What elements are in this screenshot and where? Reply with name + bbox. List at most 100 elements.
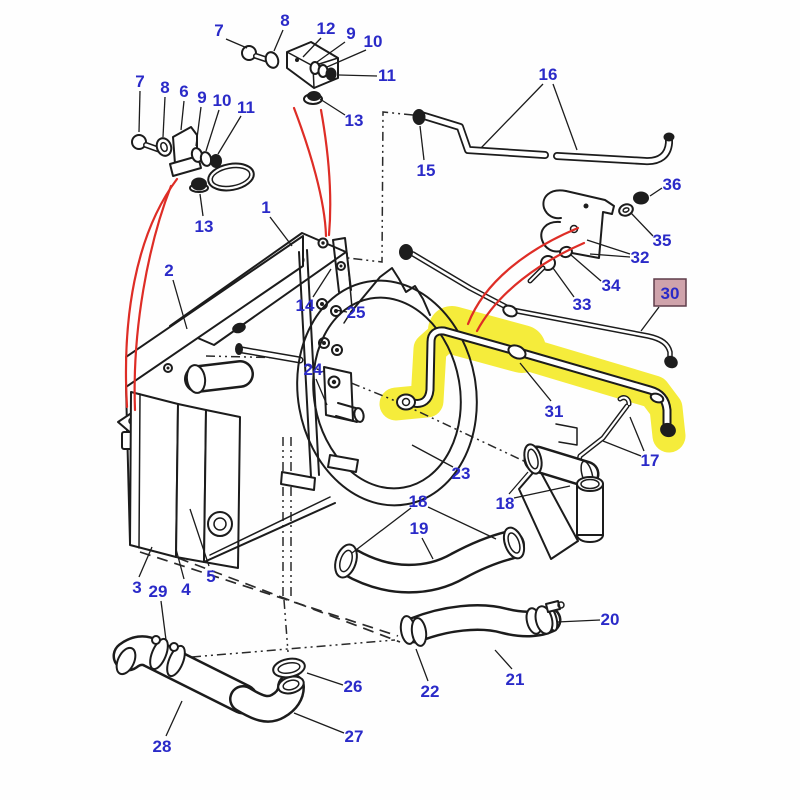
leader-line-17 xyxy=(629,416,645,452)
leader-line-1 xyxy=(269,216,293,247)
callout-10[interactable]: 10 xyxy=(213,91,232,110)
pipe-15-fitting xyxy=(412,109,426,125)
callout-31[interactable]: 31 xyxy=(545,402,564,421)
construction-lines xyxy=(139,111,529,658)
callout-7[interactable]: 7 xyxy=(214,21,223,40)
pipe-16 xyxy=(412,109,675,166)
hose-clamp-20 xyxy=(525,600,565,635)
washer-8b xyxy=(264,51,280,69)
callout-15[interactable]: 15 xyxy=(417,161,436,180)
leader-line-10 xyxy=(326,49,367,68)
callout-13[interactable]: 13 xyxy=(195,217,214,236)
bolt-7 xyxy=(131,134,147,150)
leader-line-24 xyxy=(315,378,328,406)
leader-line-9 xyxy=(316,41,346,63)
callout-28[interactable]: 28 xyxy=(153,737,172,756)
nut-13b xyxy=(307,91,321,101)
callout-25[interactable]: 25 xyxy=(347,303,366,322)
callout-8[interactable]: 8 xyxy=(280,11,289,30)
callout-18[interactable]: 18 xyxy=(496,494,515,513)
callout-6[interactable]: 6 xyxy=(179,82,188,101)
leader-line-7 xyxy=(138,90,141,133)
pipe-31-banjo-fitting xyxy=(396,393,416,411)
callout-14[interactable]: 14 xyxy=(296,296,315,315)
callout-8[interactable]: 8 xyxy=(160,78,169,97)
callout-29[interactable]: 29 xyxy=(149,582,168,601)
callout-30[interactable]: 30 xyxy=(661,284,680,303)
callout-22[interactable]: 22 xyxy=(421,682,440,701)
nut-11b xyxy=(325,67,337,81)
bracket-assembly-top xyxy=(241,41,339,105)
callout-35[interactable]: 35 xyxy=(653,231,672,250)
leader-line-11 xyxy=(217,115,242,155)
callout-7[interactable]: 7 xyxy=(135,72,144,91)
leader-line-35 xyxy=(630,212,654,237)
washer-35 xyxy=(618,203,634,217)
callout-9[interactable]: 9 xyxy=(197,88,206,107)
leader-line-13 xyxy=(319,98,346,116)
red-reference-lines xyxy=(124,106,586,412)
leader-line-10 xyxy=(205,109,220,152)
radiator-outlet xyxy=(207,511,233,537)
callout-18[interactable]: 18 xyxy=(409,492,428,511)
leader-line-32 xyxy=(586,239,631,255)
pivot-bracket-24 xyxy=(323,366,365,423)
radiator-assembly xyxy=(117,232,347,569)
callout-3[interactable]: 3 xyxy=(132,578,141,597)
leader-line-27 xyxy=(293,712,345,734)
rod-clip-bracket xyxy=(555,423,578,446)
leader-line-3 xyxy=(138,546,153,578)
callout-26[interactable]: 26 xyxy=(344,677,363,696)
callout-34[interactable]: 34 xyxy=(602,276,621,295)
callout-19[interactable]: 19 xyxy=(410,519,429,538)
leader-line-33 xyxy=(552,267,575,298)
bracket-fin xyxy=(518,466,579,560)
callout-20[interactable]: 20 xyxy=(601,610,620,629)
callout-21[interactable]: 21 xyxy=(506,670,525,689)
callout-17[interactable]: 17 xyxy=(641,451,660,470)
callout-11[interactable]: 11 xyxy=(378,66,396,85)
callout-9[interactable]: 9 xyxy=(346,24,355,43)
callout-10[interactable]: 10 xyxy=(364,32,383,51)
nut-36 xyxy=(633,191,649,205)
leader-line-28 xyxy=(165,700,183,737)
callout-23[interactable]: 23 xyxy=(452,464,471,483)
ring-26 xyxy=(272,657,306,679)
callout-4[interactable]: 4 xyxy=(181,580,191,599)
bracket-assembly-left xyxy=(131,126,255,193)
leader-line-26 xyxy=(306,672,344,686)
leader-line-5 xyxy=(189,508,210,567)
callout-32[interactable]: 32 xyxy=(631,248,650,267)
callout-27[interactable]: 27 xyxy=(345,727,364,746)
callout-24[interactable]: 24 xyxy=(304,360,323,379)
callout-13[interactable]: 13 xyxy=(345,111,364,130)
callout-5[interactable]: 5 xyxy=(206,567,215,586)
stub-hoses-18 xyxy=(518,443,604,560)
hose-27 xyxy=(229,673,305,723)
leader-line-17 xyxy=(602,440,642,457)
leader-line-18 xyxy=(508,471,529,495)
callout-11[interactable]: 11 xyxy=(237,98,255,117)
nut-13 xyxy=(191,177,207,191)
leader-line-36 xyxy=(649,187,663,197)
callout-2[interactable]: 2 xyxy=(164,261,173,280)
leader-line-16 xyxy=(480,83,544,149)
callout-33[interactable]: 33 xyxy=(573,295,592,314)
radiator-panel-3 xyxy=(129,391,179,558)
leader-line-30 xyxy=(640,306,660,332)
hose-clamp-29 xyxy=(149,635,186,678)
callout-1[interactable]: 1 xyxy=(261,198,270,217)
callout-16[interactable]: 16 xyxy=(539,65,558,84)
radiator-core-4 xyxy=(175,403,207,563)
cowl-frame xyxy=(280,237,365,491)
hose-21 xyxy=(399,600,565,647)
callout-36[interactable]: 36 xyxy=(663,175,682,194)
radiator-panel-5 xyxy=(203,409,241,569)
callout-12[interactable]: 12 xyxy=(317,19,336,38)
leader-line-8 xyxy=(273,29,284,52)
leader-line-18 xyxy=(351,507,412,554)
leader-line-8 xyxy=(162,96,166,138)
selected-part-badge[interactable] xyxy=(653,278,687,307)
leader-line-21 xyxy=(494,649,513,670)
hose-28 xyxy=(112,635,259,715)
